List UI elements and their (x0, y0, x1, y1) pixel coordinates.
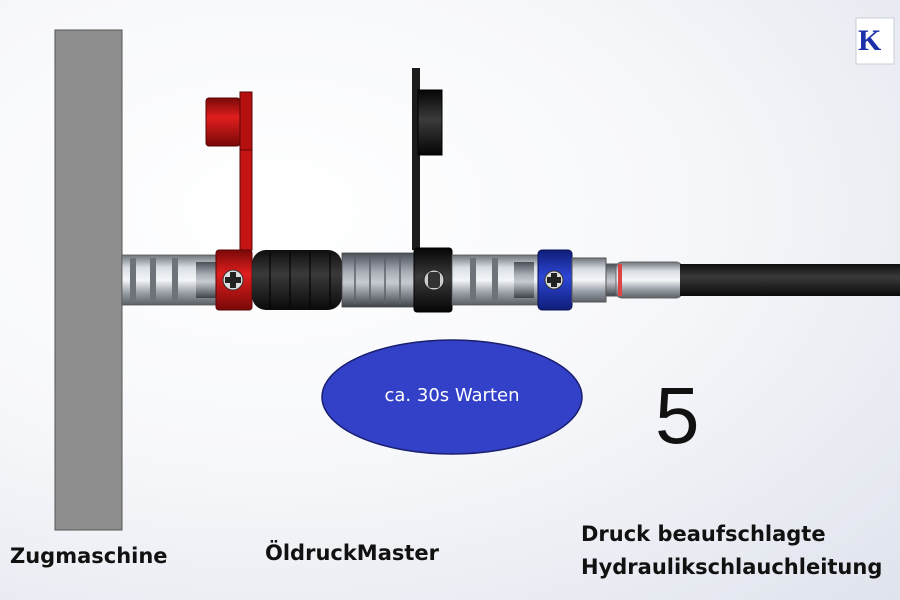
label-device: ÖldruckMaster (265, 541, 440, 565)
label-hose: Druck beaufschlagte Hydraulikschlauchlei… (581, 518, 882, 584)
blue-ring (537, 249, 573, 311)
label-hose-line1: Druck beaufschlagte (581, 522, 826, 546)
crimp-sleeve (615, 261, 683, 299)
tractor-coupling (121, 254, 221, 306)
wait-bubble (321, 339, 583, 455)
wait-text: ca. 30s Warten (384, 385, 520, 406)
hydraulic-hose (680, 264, 900, 296)
black-dust-cap (412, 68, 453, 313)
hex-nut (571, 257, 607, 303)
label-hose-line2: Hydraulikschlauchleitung (581, 555, 883, 579)
step-number: 5 (655, 371, 700, 460)
logo-box (855, 17, 895, 65)
device-body (341, 252, 415, 308)
rubber-sleeve (252, 250, 342, 310)
company-logo: K (858, 24, 881, 57)
hose-coupling (451, 254, 541, 306)
red-dust-cap (205, 91, 253, 311)
label-tractor: Zugmaschine (10, 544, 168, 568)
tractor-plate (54, 29, 123, 531)
